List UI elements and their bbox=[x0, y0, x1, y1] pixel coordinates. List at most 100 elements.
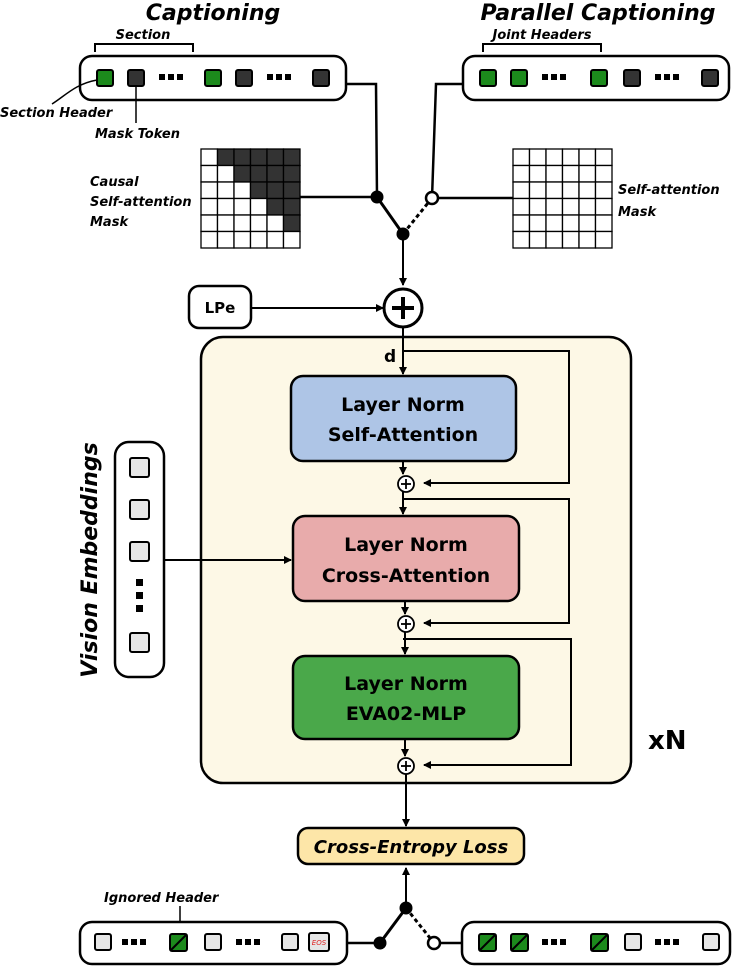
vision-token bbox=[129, 457, 150, 478]
parallel-captioning-title: Parallel Captioning bbox=[481, 1, 716, 26]
token-section-header bbox=[510, 69, 528, 87]
self-attention-line2: Self-Attention bbox=[328, 424, 478, 446]
vision-embeddings-label: Vision Embeddings bbox=[78, 442, 103, 677]
vertical-ellipsis-icon bbox=[136, 579, 143, 612]
residual-connection-2 bbox=[403, 498, 570, 627]
cross-attention-block bbox=[291, 514, 521, 603]
mask-cell bbox=[561, 181, 580, 200]
mask-cell bbox=[233, 164, 252, 183]
mlp-line2: EVA02-MLP bbox=[346, 703, 466, 725]
mask-cell bbox=[512, 230, 531, 249]
mask-cell bbox=[594, 181, 613, 200]
ellipsis-icon bbox=[236, 939, 260, 945]
mask-cell bbox=[528, 164, 547, 183]
ignored-header-token bbox=[478, 933, 497, 952]
mask-cell bbox=[545, 197, 564, 216]
ellipsis-icon bbox=[159, 74, 183, 80]
parallel-connector bbox=[430, 82, 463, 199]
mask-cell bbox=[282, 230, 301, 249]
token-mask bbox=[127, 69, 145, 87]
token-mask bbox=[623, 69, 641, 87]
d-label: d bbox=[384, 347, 396, 367]
bottom-switch-closed-node bbox=[373, 936, 387, 950]
mask-cell bbox=[266, 197, 285, 216]
mask-cell bbox=[578, 197, 597, 216]
vision-token bbox=[129, 632, 150, 653]
ellipsis-icon bbox=[542, 74, 566, 80]
plus-icon bbox=[401, 479, 411, 489]
causal-mask-label-line2: Self-attention bbox=[90, 195, 192, 210]
mask-cell bbox=[249, 197, 268, 216]
self-attention-mask-label-line2: Mask bbox=[618, 205, 657, 220]
mask-cell bbox=[233, 197, 252, 216]
switch-lever bbox=[375, 196, 405, 235]
vision-token bbox=[129, 499, 150, 520]
mask-cell bbox=[233, 230, 252, 249]
mask-cell bbox=[561, 214, 580, 233]
self-attention-block bbox=[289, 374, 518, 463]
mask-cell bbox=[233, 148, 252, 167]
ellipsis-icon bbox=[655, 939, 679, 945]
self-attention-line1: Layer Norm bbox=[341, 394, 465, 416]
mask-cell bbox=[216, 230, 235, 249]
mask-cell bbox=[594, 148, 613, 167]
ellipsis-icon bbox=[655, 74, 679, 80]
mask-cell bbox=[282, 148, 301, 167]
mask-cell bbox=[216, 197, 235, 216]
token-section-header bbox=[479, 69, 497, 87]
mask-cell bbox=[512, 181, 531, 200]
mask-cell bbox=[545, 214, 564, 233]
mask-cell bbox=[578, 164, 597, 183]
residual-connection-3 bbox=[403, 638, 572, 769]
section-header-label: Section Header bbox=[0, 106, 114, 121]
switch-open-lever bbox=[401, 197, 434, 235]
mask-cell bbox=[249, 148, 268, 167]
cross-entropy-loss-box bbox=[296, 826, 526, 866]
causal-mask-label-line3: Mask bbox=[90, 215, 129, 230]
mask-cell bbox=[249, 230, 268, 249]
joint-headers-bracket bbox=[482, 43, 602, 52]
mask-cell bbox=[216, 214, 235, 233]
mask-cell bbox=[578, 214, 597, 233]
mlp-block bbox=[291, 654, 521, 741]
mask-cell bbox=[512, 214, 531, 233]
mask-cell bbox=[578, 230, 597, 249]
joint-headers-label: Joint Headers bbox=[490, 28, 592, 43]
xn-label: xN bbox=[648, 726, 687, 756]
mask-cell bbox=[594, 214, 613, 233]
mask-cell bbox=[545, 230, 564, 249]
bottom-switch-lever bbox=[378, 907, 408, 944]
bottom-switch-open-lever bbox=[404, 907, 436, 944]
target-token bbox=[94, 933, 112, 951]
target-token bbox=[281, 933, 299, 951]
mask-cell bbox=[561, 164, 580, 183]
mask-token-label: Mask Token bbox=[95, 127, 180, 142]
ignored-header-token bbox=[510, 933, 529, 952]
causal-self-attention-mask-grid bbox=[200, 148, 301, 249]
mask-cell bbox=[561, 230, 580, 249]
mask-cell bbox=[200, 148, 219, 167]
ignored-header-token bbox=[169, 933, 188, 952]
target-token bbox=[624, 933, 642, 951]
mask-cell bbox=[594, 164, 613, 183]
mask-cell bbox=[282, 197, 301, 216]
captioning-connector bbox=[346, 82, 379, 198]
residual-connection-1 bbox=[403, 350, 570, 487]
mask-cell bbox=[282, 164, 301, 183]
mask-cell bbox=[233, 214, 252, 233]
ellipsis-icon bbox=[122, 939, 146, 945]
mask-cell bbox=[200, 214, 219, 233]
captioning-title: Captioning bbox=[146, 1, 281, 26]
self-attention-mask-grid bbox=[512, 148, 613, 249]
vision-token bbox=[129, 541, 150, 562]
mask-cell bbox=[266, 214, 285, 233]
mask-cell bbox=[200, 181, 219, 200]
target-token bbox=[204, 933, 222, 951]
plus-icon bbox=[401, 761, 411, 771]
mask-cell bbox=[528, 197, 547, 216]
mask-cell bbox=[266, 164, 285, 183]
mask-cell bbox=[594, 197, 613, 216]
mask-cell bbox=[528, 181, 547, 200]
ellipsis-icon bbox=[542, 939, 566, 945]
